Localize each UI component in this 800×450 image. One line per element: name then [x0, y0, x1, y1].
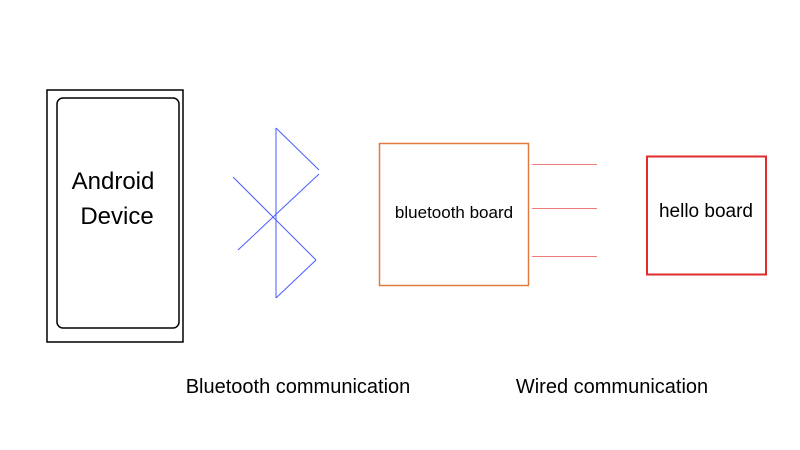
android-device-label-line2: Device — [80, 203, 153, 230]
hello-board: hello board — [646, 155, 767, 276]
wired-communication-caption: Wired communication — [516, 376, 708, 398]
bluetooth-board-label: bluetooth board — [395, 203, 513, 222]
android-device-outer-frame — [46, 89, 184, 343]
wires — [532, 164, 597, 257]
bluetooth-board-box — [378, 142, 530, 287]
bluetooth-icon-lower-diagonal — [232, 176, 317, 261]
bluetooth-icon-upper-diagonal — [237, 173, 320, 251]
bluetooth-icon-lower-arm — [275, 259, 317, 299]
hello-board-box — [646, 155, 767, 276]
android-device-screen — [56, 97, 180, 329]
bluetooth-icon-upper-arm — [275, 127, 320, 171]
bluetooth-board: bluetooth board — [378, 142, 530, 287]
android-device: Android Device — [46, 89, 184, 343]
android-device-label-line1: Android — [72, 168, 155, 195]
bluetooth-icon — [232, 127, 320, 299]
bluetooth-communication-caption: Bluetooth communication — [186, 376, 411, 398]
hello-board-label: hello board — [659, 201, 753, 222]
